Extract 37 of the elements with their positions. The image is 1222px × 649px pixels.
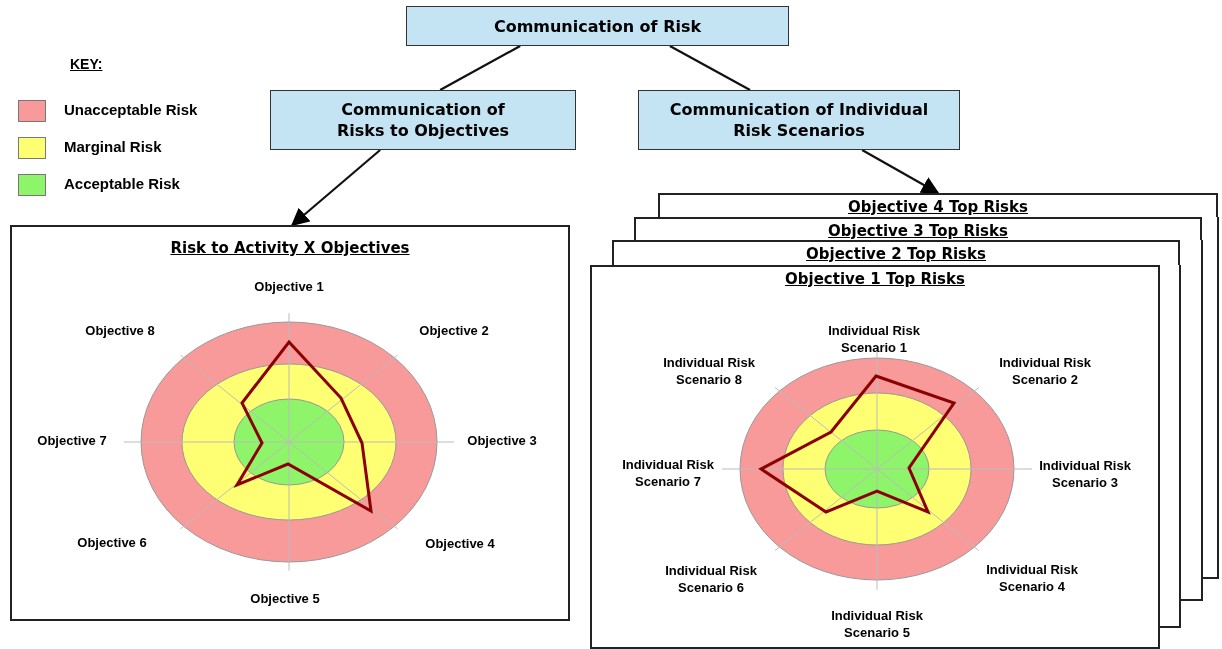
axis-label: Individual Risk Scenario 7 (621, 456, 715, 490)
axis-label: Individual Risk Scenario 5 (830, 607, 924, 641)
axis-label: Individual Risk Scenario 1 (827, 322, 921, 356)
panel-title: Objective 4 Top Risks (847, 198, 1029, 216)
stacked-sheet (634, 217, 1202, 240)
panel-title: Objective 3 Top Risks (827, 222, 1009, 240)
arrow (290, 149, 381, 227)
panel (590, 265, 1160, 649)
process-box: Communication of Risk (406, 6, 789, 46)
axis-label: Individual Risk Scenario 2 (998, 354, 1092, 388)
panel-title: Objective 2 Top Risks (805, 245, 987, 263)
axis-label: Objective 7 (37, 431, 107, 449)
axis-label: Objective 5 (250, 589, 320, 607)
legend-label: Unacceptable Risk (64, 101, 198, 118)
stacked-sheet (612, 240, 1180, 265)
legend-title: KEY: (70, 56, 103, 72)
stacked-sheet (658, 193, 1218, 217)
axis-label: Objective 4 (425, 534, 495, 552)
connector-line (669, 45, 751, 91)
axis-label: Individual Risk Scenario 8 (662, 354, 756, 388)
axis-label: Individual Risk Scenario 4 (985, 561, 1079, 595)
axis-label: Individual Risk Scenario 3 (1038, 457, 1132, 491)
legend-label: Acceptable Risk (64, 175, 180, 192)
axis-label: Individual Risk Scenario 6 (664, 562, 758, 596)
axis-label: Objective 8 (85, 321, 155, 339)
axis-label: Objective 6 (77, 533, 147, 551)
process-box: Communication of Individual Risk Scenarios (638, 90, 960, 150)
axis-label: Objective 2 (419, 321, 489, 339)
panel (10, 225, 570, 621)
legend-label: Marginal Risk (64, 138, 162, 155)
panel-title: Risk to Activity X Objectives (169, 239, 411, 257)
axis-label: Objective 1 (254, 277, 324, 295)
connector-line (439, 45, 521, 91)
panel-title: Objective 1 Top Risks (784, 270, 966, 288)
process-box: Communication of Risks to Objectives (270, 90, 576, 150)
arrow (861, 149, 940, 194)
axis-label: Objective 3 (467, 431, 537, 449)
